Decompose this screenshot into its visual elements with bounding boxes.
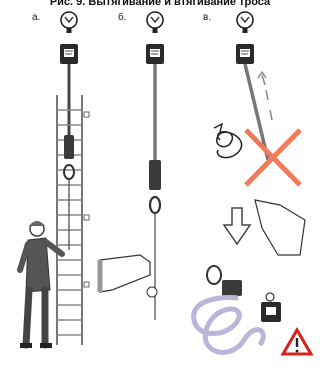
panel-c-illustration	[194, 12, 311, 354]
panel-b-illustration	[100, 12, 164, 320]
panel-a-illustration	[20, 12, 89, 348]
